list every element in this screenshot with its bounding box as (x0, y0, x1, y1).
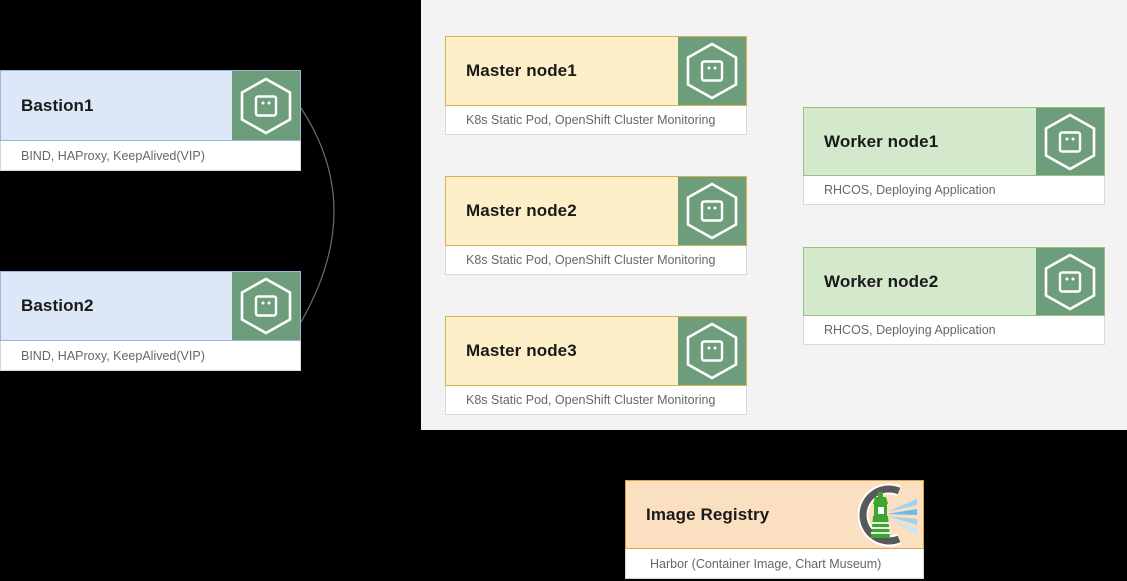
node-title-image-registry: Image Registry (646, 504, 770, 524)
node-header-master3: Master node3 (445, 316, 747, 386)
node-title-master1: Master node1 (466, 61, 577, 80)
hexagon-node-icon (678, 37, 746, 105)
node-title-master2: Master node2 (466, 201, 577, 220)
node-card-image-registry[interactable]: Image Registry (625, 480, 924, 579)
node-title-bastion2: Bastion2 (21, 296, 94, 315)
node-card-master1[interactable]: Master node1 K8s Static Pod, OpenShift C… (445, 36, 747, 135)
node-subtitle-master1: K8s Static Pod, OpenShift Cluster Monito… (445, 106, 747, 135)
node-header-worker2: Worker node2 (803, 247, 1105, 316)
harbor-lighthouse-icon (843, 481, 923, 548)
hexagon-node-icon (1036, 248, 1104, 315)
node-subtitle-master3: K8s Static Pod, OpenShift Cluster Monito… (445, 386, 747, 415)
node-header-bastion1: Bastion1 (0, 70, 301, 141)
node-title-worker1: Worker node1 (824, 131, 939, 151)
node-card-worker1[interactable]: Worker node1 RHCOS, Deploying Applicatio… (803, 107, 1105, 205)
node-header-master1: Master node1 (445, 36, 747, 106)
node-header-master2: Master node2 (445, 176, 747, 246)
node-card-bastion1[interactable]: Bastion1 BIND, HAProxy, KeepAlived(VIP) (0, 70, 301, 171)
node-card-master2[interactable]: Master node2 K8s Static Pod, OpenShift C… (445, 176, 747, 275)
node-card-bastion2[interactable]: Bastion2 BIND, HAProxy, KeepAlived(VIP) (0, 271, 301, 371)
node-subtitle-master2: K8s Static Pod, OpenShift Cluster Monito… (445, 246, 747, 275)
hexagon-node-icon (678, 177, 746, 245)
node-header-worker1: Worker node1 (803, 107, 1105, 176)
hexagon-node-icon (232, 71, 300, 140)
hexagon-node-icon (232, 272, 300, 340)
node-title-worker2: Worker node2 (824, 271, 939, 291)
node-card-worker2[interactable]: Worker node2 RHCOS, Deploying Applicatio… (803, 247, 1105, 345)
hexagon-node-icon (1036, 108, 1104, 175)
node-subtitle-bastion2: BIND, HAProxy, KeepAlived(VIP) (0, 341, 301, 371)
hexagon-node-icon (678, 317, 746, 385)
node-subtitle-worker2: RHCOS, Deploying Application (803, 316, 1105, 345)
node-title-bastion1: Bastion1 (21, 95, 94, 115)
node-subtitle-bastion1: BIND, HAProxy, KeepAlived(VIP) (0, 141, 301, 171)
node-subtitle-worker1: RHCOS, Deploying Application (803, 176, 1105, 205)
node-card-master3[interactable]: Master node3 K8s Static Pod, OpenShift C… (445, 316, 747, 415)
node-header-image-registry: Image Registry (625, 480, 924, 549)
node-header-bastion2: Bastion2 (0, 271, 301, 341)
node-title-master3: Master node3 (466, 341, 577, 360)
node-subtitle-image-registry: Harbor (Container Image, Chart Museum) (625, 549, 924, 579)
